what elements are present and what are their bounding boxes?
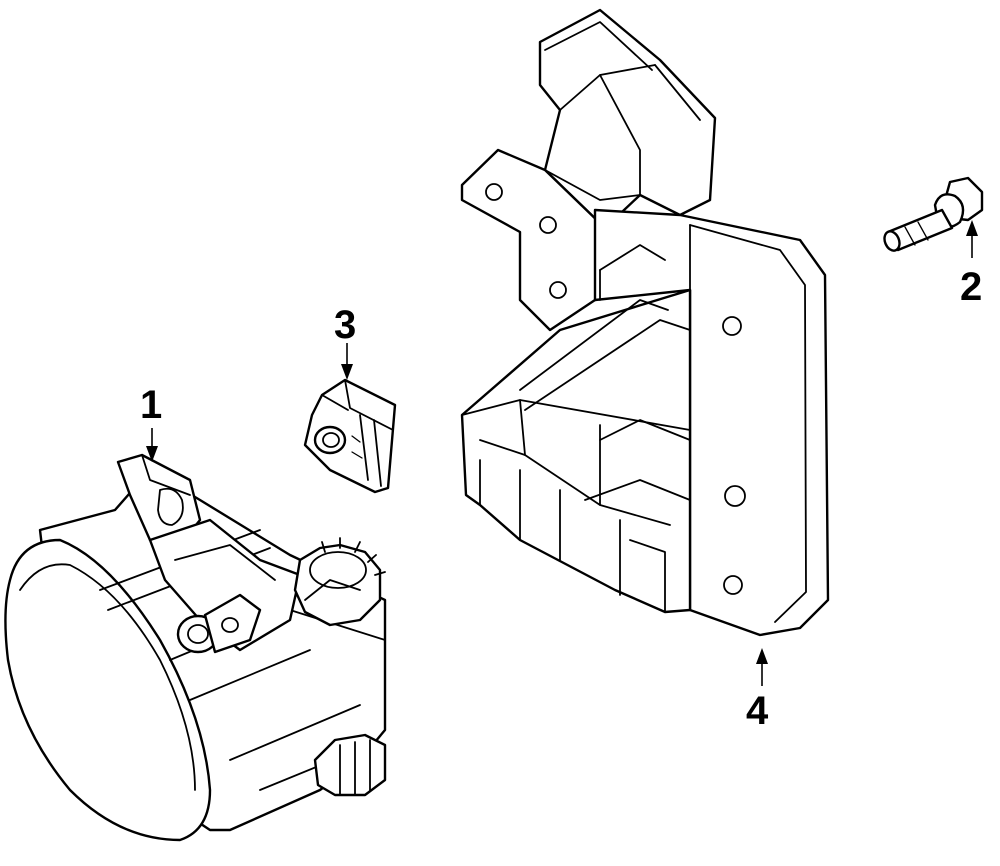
callout-3-label: 3 [334, 303, 356, 347]
bulb-socket[interactable] [303, 378, 397, 494]
mounting-bracket[interactable] [460, 8, 830, 637]
callout-4 [756, 648, 768, 686]
fog-lamp-assembly[interactable] [4, 453, 387, 842]
callout-3 [341, 343, 353, 380]
callout-1 [146, 428, 158, 462]
callout-1-label: 1 [140, 383, 162, 427]
bolt[interactable] [882, 176, 984, 253]
callout-4-label: 4 [746, 689, 769, 733]
callout-2-label: 2 [960, 265, 982, 309]
callout-2 [966, 220, 978, 258]
